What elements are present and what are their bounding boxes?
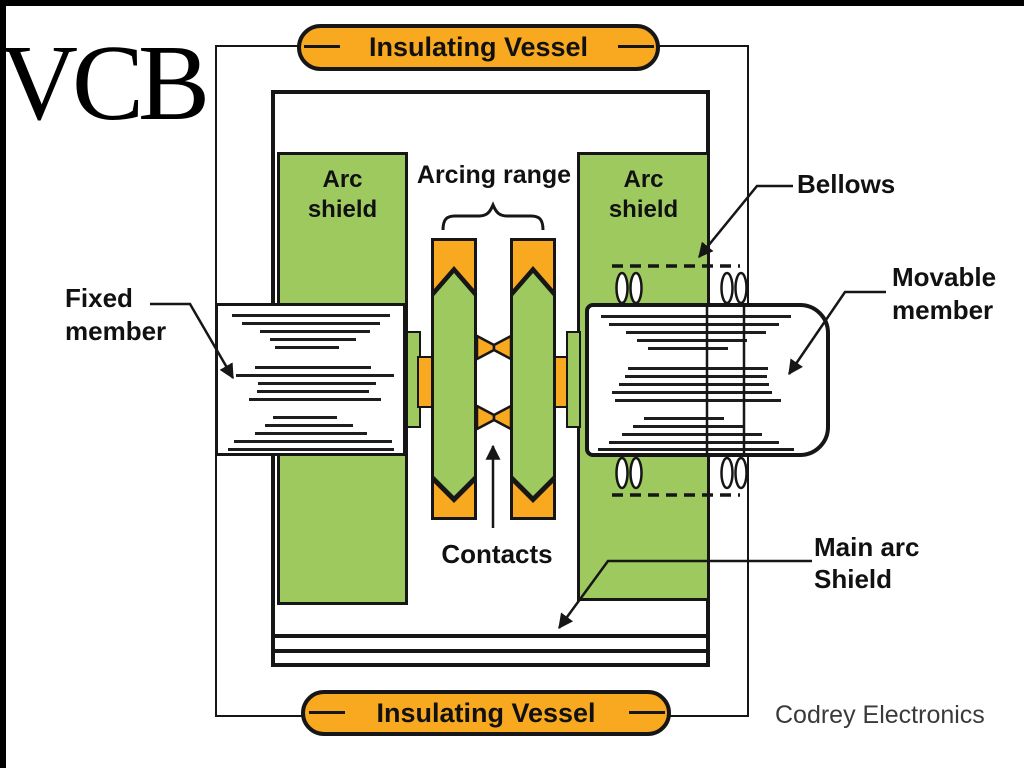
- main-arc-shield-label: Main arc Shield: [814, 531, 920, 595]
- fixed-member-label-line1: Fixed: [65, 283, 133, 313]
- insulating-vessel-top: Insulating Vessel: [297, 24, 660, 71]
- arc-shield-label-line1: Arc: [322, 166, 363, 193]
- insulating-vessel-top-label: Insulating Vessel: [368, 32, 589, 62]
- fixed-member-hatching: [218, 306, 403, 453]
- movable-member-body: [585, 303, 830, 457]
- chevron-fill: [434, 273, 474, 496]
- insulating-vessel-bottom-label: Insulating Vessel: [376, 697, 596, 728]
- main-arc-shield-label-line2: Shield: [814, 564, 893, 594]
- fixed-member-label: Fixed member: [65, 282, 166, 348]
- bellows-label: Bellows: [797, 169, 896, 199]
- movable-member-hatching: [589, 307, 826, 453]
- main-arc-shield-bar: [275, 634, 706, 638]
- page-title: VCB: [0, 24, 210, 143]
- vessel-line-segment: [309, 711, 345, 714]
- arcing-contact-column-left: [431, 238, 477, 520]
- image-border-left: [0, 0, 6, 768]
- chevron-fill: [513, 273, 553, 496]
- arc-shield-label-line2: shield: [608, 196, 679, 223]
- arc-shield-right-label: Arc shield: [580, 165, 707, 225]
- insulating-vessel-bottom: Insulating Vessel: [301, 690, 671, 736]
- movable-member-label: Movable member: [892, 261, 996, 327]
- movable-member-label-line1: Movable: [892, 262, 997, 292]
- arc-shield-label-line2: shield: [307, 196, 378, 223]
- arcing-contact-column-right: [510, 238, 556, 520]
- vessel-line-segment: [629, 711, 665, 714]
- arcing-range-label: Arcing range: [416, 161, 572, 189]
- fixed-member-label-line2: member: [65, 316, 167, 346]
- arc-shield-label-line1: Arc: [623, 166, 664, 193]
- main-arc-shield-bar: [275, 649, 706, 653]
- brand-watermark: Codrey Electronics: [775, 701, 985, 729]
- movable-member-label-line2: member: [892, 295, 994, 325]
- image-border-top: [0, 0, 1024, 6]
- vessel-line-segment: [304, 45, 340, 48]
- arc-shield-left-label: Arc shield: [280, 165, 405, 225]
- vessel-line-segment: [618, 45, 654, 48]
- fixed-member-body: [215, 303, 406, 456]
- movable-stem-green: [566, 331, 581, 428]
- main-arc-shield-label-line1: Main arc: [814, 532, 920, 562]
- contacts-label: Contacts: [441, 539, 553, 569]
